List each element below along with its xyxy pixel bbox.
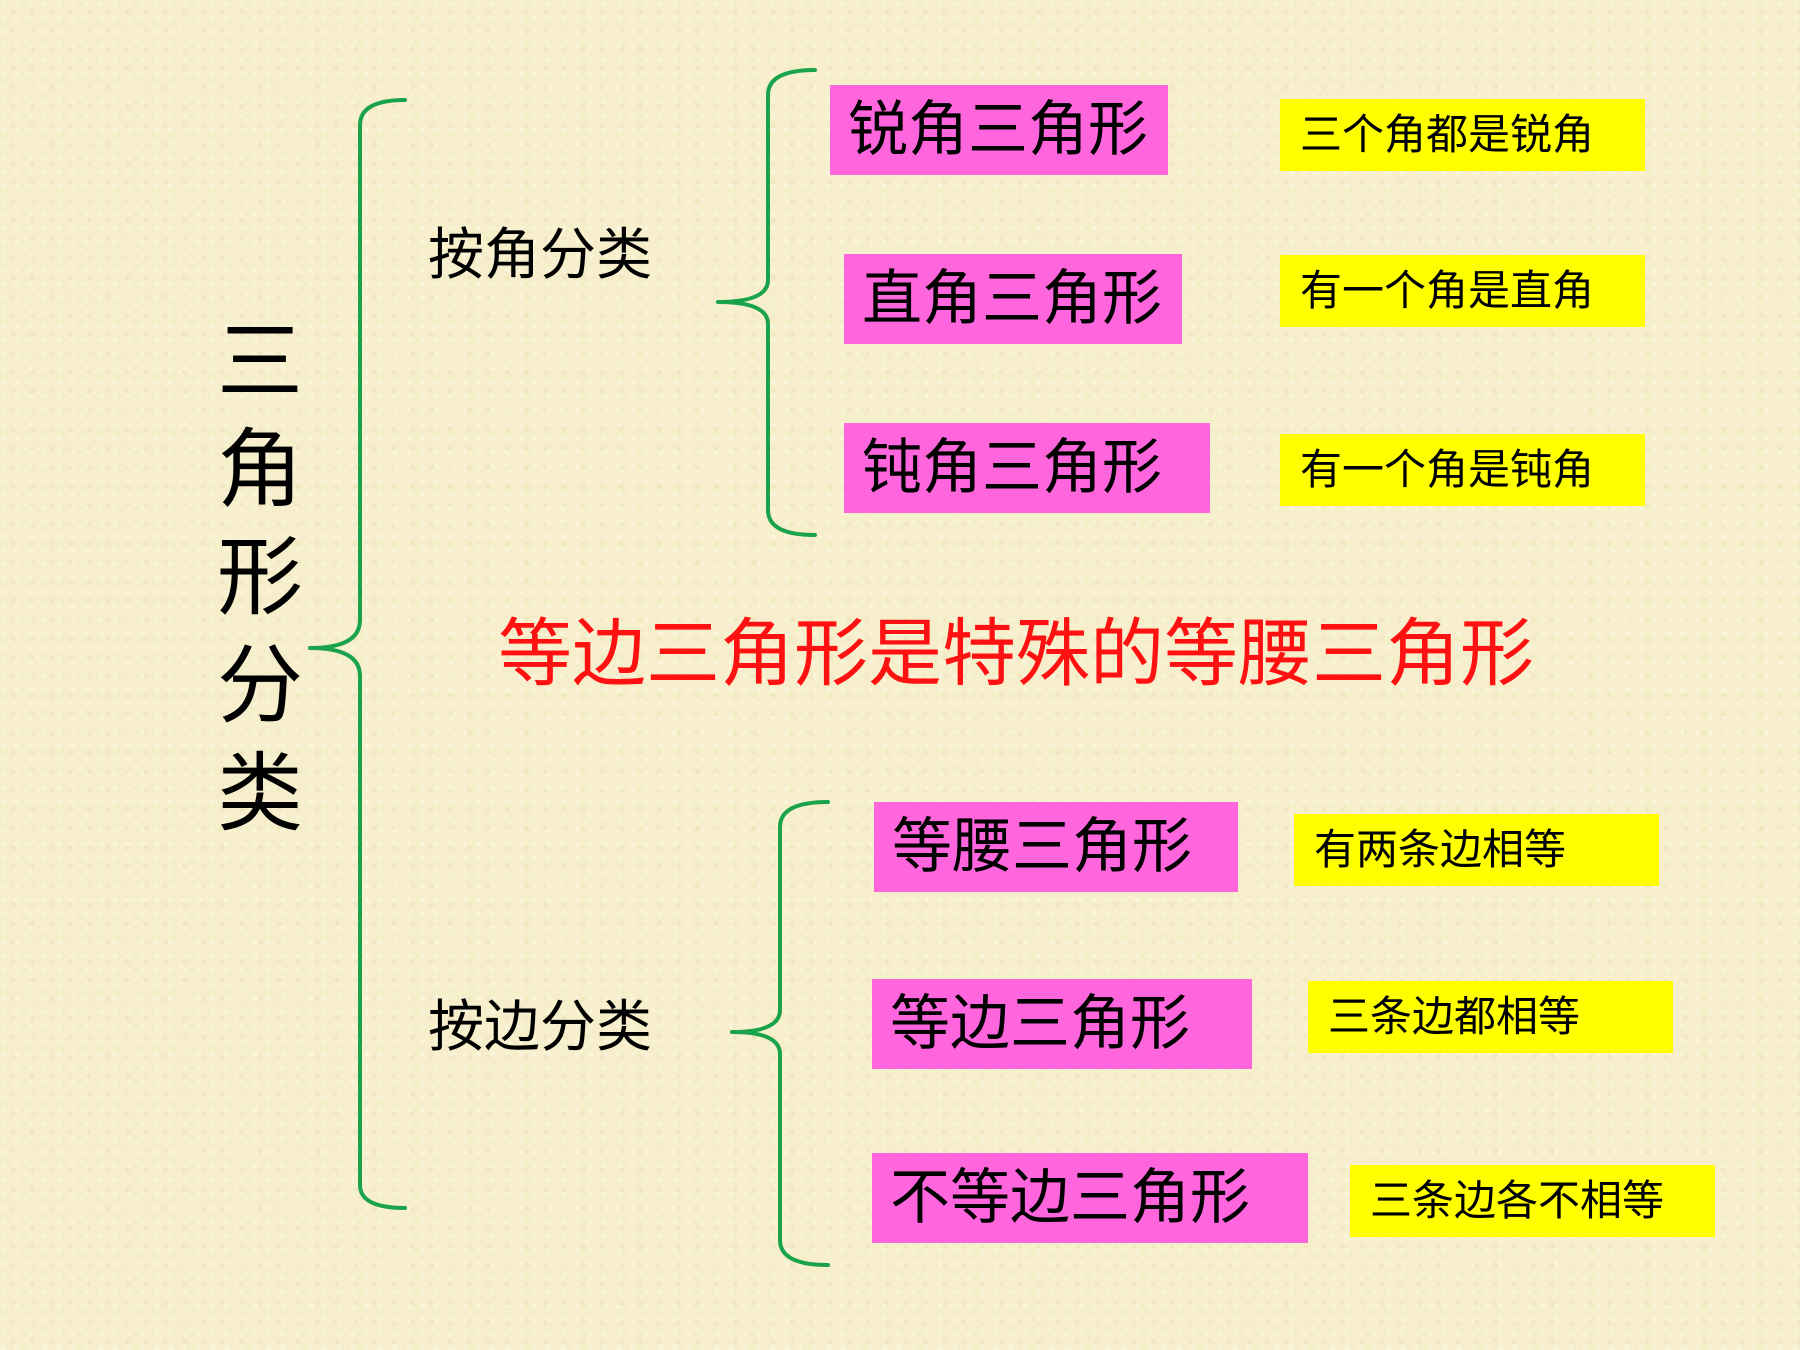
type-isosceles-triangle: 等腰三角形 — [874, 802, 1238, 892]
desc-obtuse-triangle: 有一个角是钝角 — [1280, 434, 1645, 506]
type-obtuse-triangle: 钝角三角形 — [844, 423, 1210, 513]
branch-label-by-side: 按边分类 — [428, 995, 652, 1060]
desc-right-triangle: 有一个角是直角 — [1280, 255, 1645, 327]
branch-label-by-angle: 按角分类 — [428, 223, 652, 288]
desc-acute-triangle: 三个角都是锐角 — [1280, 99, 1645, 171]
desc-scalene-triangle: 三条边各不相等 — [1350, 1165, 1715, 1237]
angle-bracket — [716, 68, 817, 537]
type-equilateral-triangle: 等边三角形 — [872, 979, 1252, 1069]
desc-equilateral-triangle: 三条边都相等 — [1308, 981, 1673, 1053]
note-equilateral-is-isosceles: 等边三角形是特殊的等腰三角形 — [498, 611, 1534, 697]
type-acute-triangle: 锐角三角形 — [830, 85, 1168, 175]
type-right-triangle: 直角三角形 — [844, 254, 1182, 344]
root-title: 三角形分类 — [217, 312, 303, 844]
type-scalene-triangle: 不等边三角形 — [872, 1153, 1308, 1243]
root-bracket — [308, 98, 407, 1210]
desc-isosceles-triangle: 有两条边相等 — [1294, 814, 1659, 886]
side-bracket — [730, 800, 830, 1267]
